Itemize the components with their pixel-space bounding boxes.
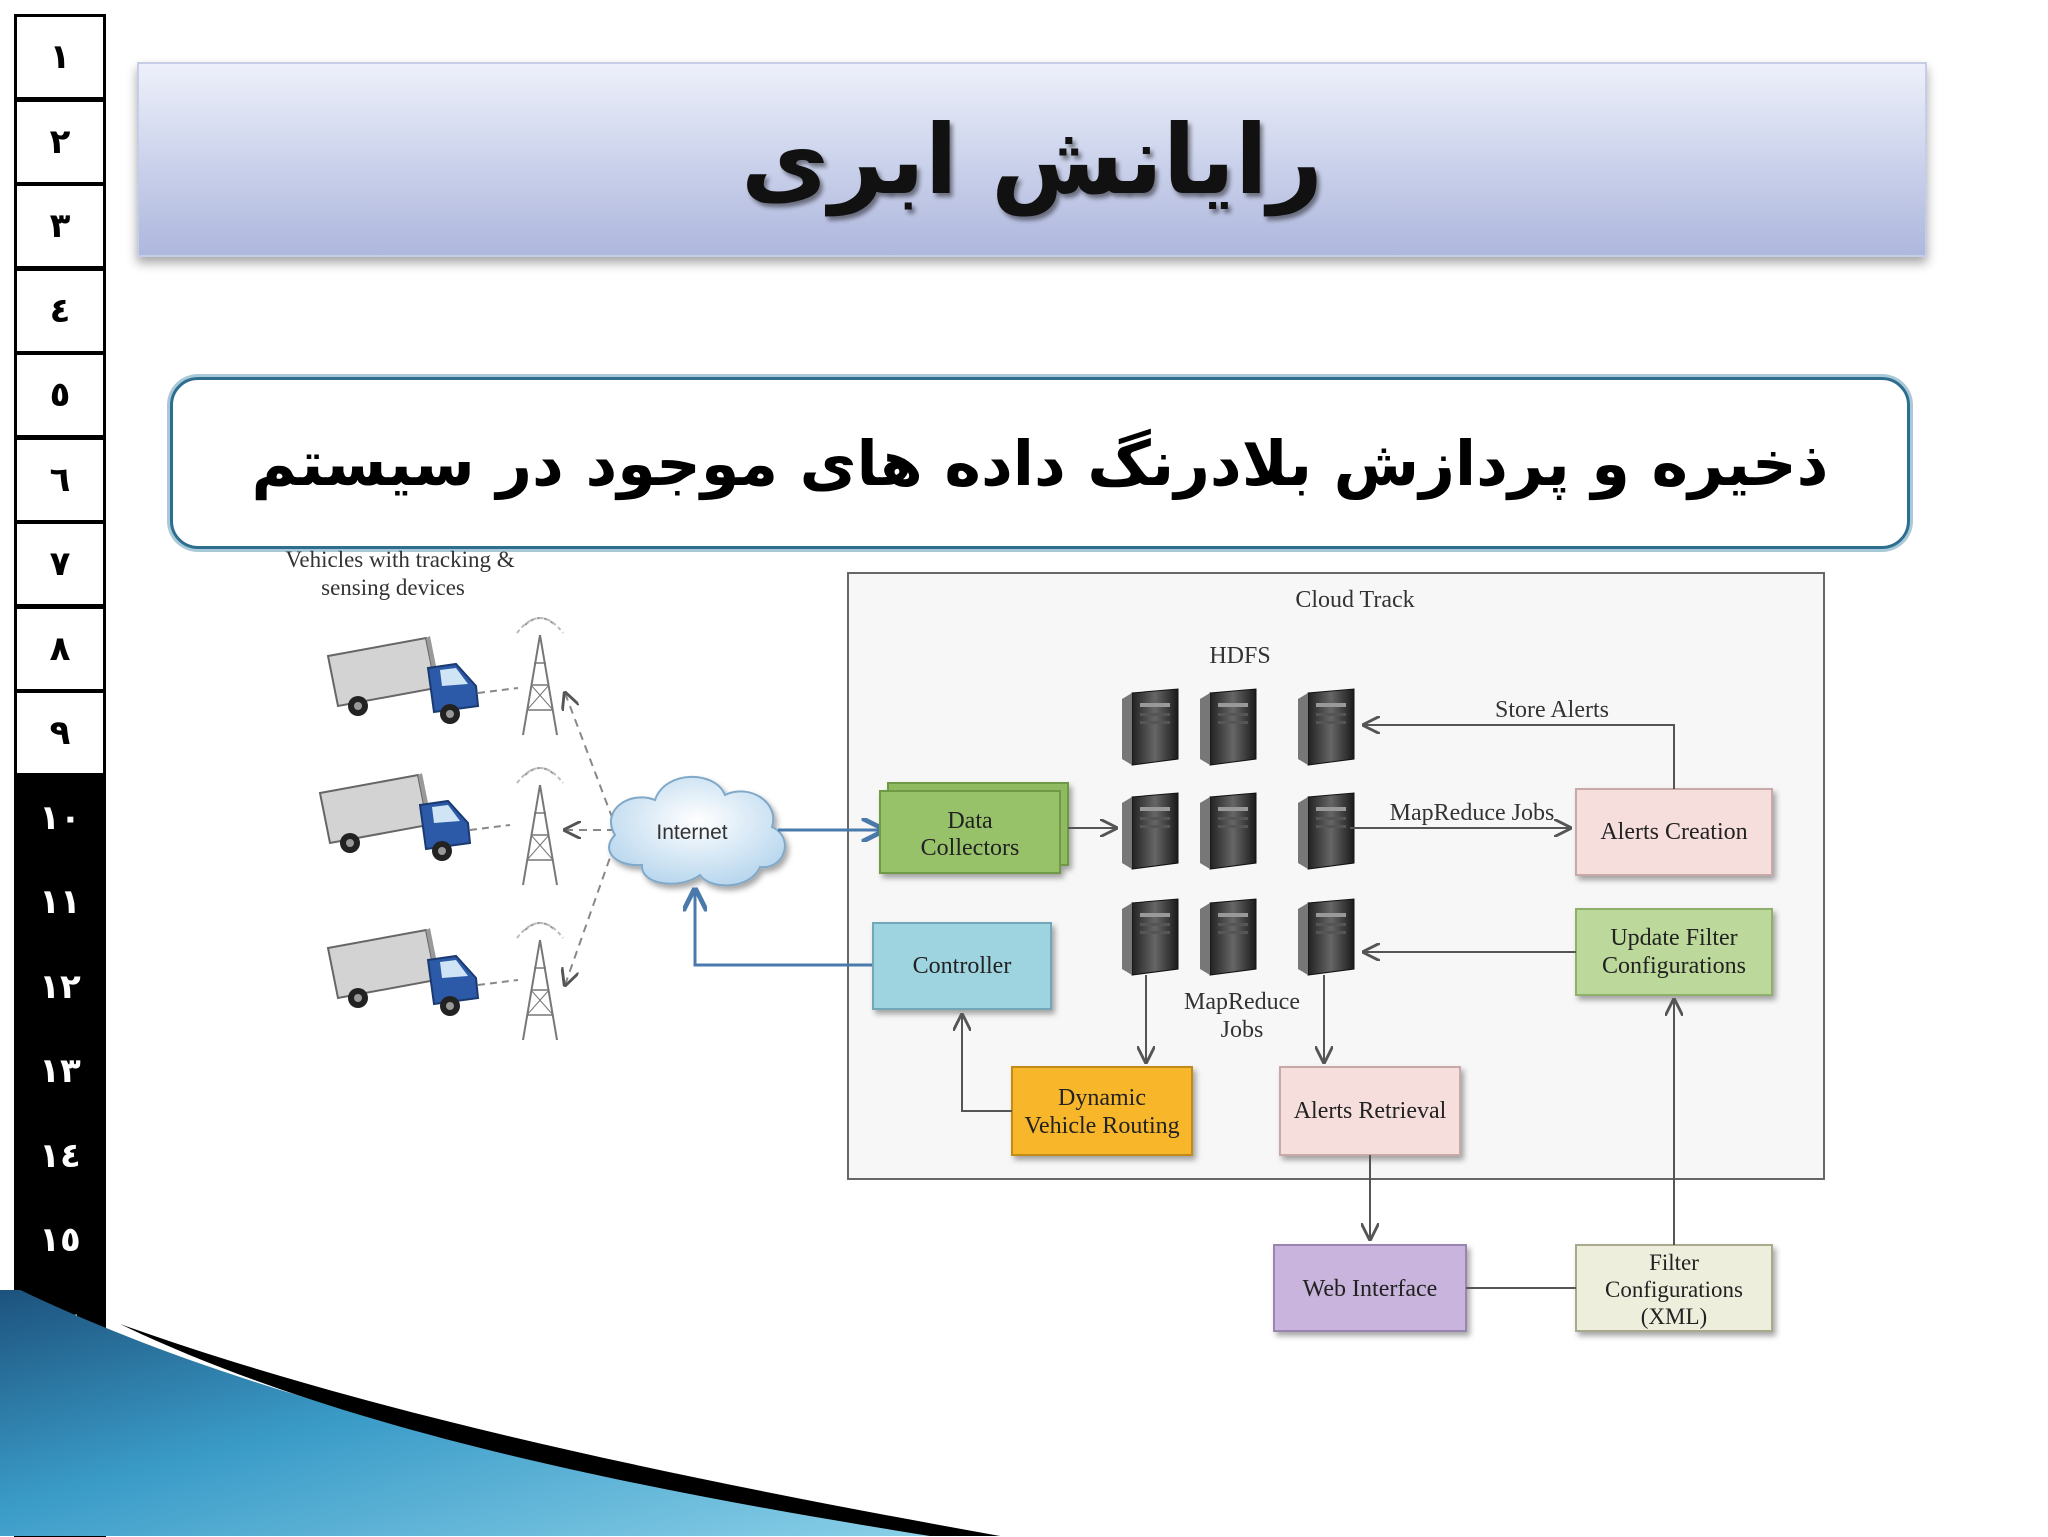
slide-number-11[interactable]: ١١ bbox=[14, 859, 106, 945]
slide-number-5[interactable]: ٥ bbox=[14, 352, 106, 438]
server-icon bbox=[1298, 898, 1355, 976]
slide-number-9[interactable]: ٩ bbox=[14, 690, 106, 776]
server-icon bbox=[1298, 688, 1355, 766]
alerts-retrieval-box bbox=[1279, 1066, 1461, 1156]
data-collectors-label-1: Data bbox=[947, 808, 993, 834]
store-alerts-label: Store Alerts bbox=[1495, 697, 1609, 723]
internet-label: Internet bbox=[656, 821, 727, 844]
subtitle-box: ذخیره و پردازش بلادرنگ داده های موجود در… bbox=[170, 377, 1910, 549]
slide-number-8[interactable]: ٨ bbox=[14, 605, 106, 692]
filter-config-label-1: Filter bbox=[1649, 1250, 1699, 1275]
server-icon bbox=[1200, 898, 1257, 976]
server-icon bbox=[1122, 898, 1179, 976]
vehicles-label-line2: sensing devices bbox=[321, 575, 465, 600]
tower-internet-links bbox=[565, 693, 619, 985]
alerts-retrieval-label: Alerts Retrieval bbox=[1294, 1098, 1447, 1124]
server-icon bbox=[1298, 792, 1355, 870]
slide-number-1[interactable]: ١ bbox=[14, 14, 106, 100]
internet-cloud bbox=[608, 775, 786, 887]
cell-tower-icon bbox=[516, 767, 564, 886]
data-collectors-box bbox=[879, 782, 1069, 874]
vehicle-group bbox=[318, 636, 519, 1016]
controller-label: Controller bbox=[913, 953, 1012, 979]
slide-number-6[interactable]: ٦ bbox=[14, 436, 106, 523]
slide-title: رایانش ابری bbox=[740, 103, 1324, 216]
cloud-track-architecture-diagram: Cloud Track HDFS Vehicles with tracking … bbox=[285, 547, 1825, 1332]
dynamic-routing-label-2: Vehicle Routing bbox=[1024, 1113, 1179, 1139]
update-filter-box bbox=[1575, 908, 1773, 996]
slide-number-7[interactable]: ٧ bbox=[14, 521, 106, 607]
diagram-arrows bbox=[962, 725, 1674, 1289]
slide-number-13[interactable]: ١٣ bbox=[14, 1028, 106, 1114]
web-interface-label: Web Interface bbox=[1303, 1276, 1438, 1302]
server-icon bbox=[1122, 792, 1179, 870]
slide-number-15[interactable]: ١٥ bbox=[14, 1197, 106, 1283]
controller-box bbox=[872, 922, 1052, 1010]
cell-tower-icon bbox=[516, 922, 564, 1041]
mapreduce-jobs-bottom-label-2: Jobs bbox=[1221, 1017, 1264, 1043]
server-icon bbox=[1200, 792, 1257, 870]
title-bar: رایانش ابری bbox=[137, 62, 1927, 257]
slide-number-10[interactable]: ١٠ bbox=[14, 774, 106, 861]
cloud-track-label: Cloud Track bbox=[1295, 587, 1414, 613]
hdfs-server-cluster bbox=[1122, 688, 1355, 976]
truck-icon bbox=[326, 928, 519, 1016]
tower-group bbox=[516, 617, 564, 1041]
slide-number-14[interactable]: ١٤ bbox=[14, 1112, 106, 1199]
slide-number-2[interactable]: ٢ bbox=[14, 98, 106, 185]
mapreduce-jobs-bottom-label-1: MapReduce bbox=[1184, 989, 1300, 1015]
slide-number-3[interactable]: ٣ bbox=[14, 183, 106, 269]
slide-subtitle: ذخیره و پردازش بلادرنگ داده های موجود در… bbox=[251, 426, 1829, 500]
vehicles-label-line1: Vehicles with tracking & bbox=[285, 547, 514, 572]
alerts-creation-label: Alerts Creation bbox=[1600, 819, 1747, 845]
dynamic-routing-label-1: Dynamic bbox=[1058, 1085, 1146, 1111]
server-icon bbox=[1122, 688, 1179, 766]
hdfs-label: HDFS bbox=[1209, 643, 1270, 669]
dynamic-routing-box bbox=[1011, 1066, 1193, 1156]
update-filter-label-1: Update Filter bbox=[1610, 925, 1737, 951]
server-icon bbox=[1200, 688, 1257, 766]
truck-icon bbox=[326, 636, 519, 724]
decorative-swoosh bbox=[0, 1290, 1000, 1536]
slide-number-12[interactable]: ١٢ bbox=[14, 943, 106, 1030]
slide-number-4[interactable]: ٤ bbox=[14, 267, 106, 354]
truck-icon bbox=[318, 773, 511, 861]
filter-config-label-3: (XML) bbox=[1641, 1304, 1707, 1329]
cell-tower-icon bbox=[516, 617, 564, 736]
data-collectors-label-2: Collectors bbox=[921, 835, 1020, 861]
web-interface-box bbox=[1273, 1244, 1467, 1332]
update-filter-label-2: Configurations bbox=[1602, 953, 1746, 979]
filter-config-label-2: Configurations bbox=[1605, 1277, 1743, 1302]
controller-to-internet-arrow bbox=[695, 890, 873, 967]
mapreduce-jobs-top-label: MapReduce Jobs bbox=[1390, 800, 1555, 826]
